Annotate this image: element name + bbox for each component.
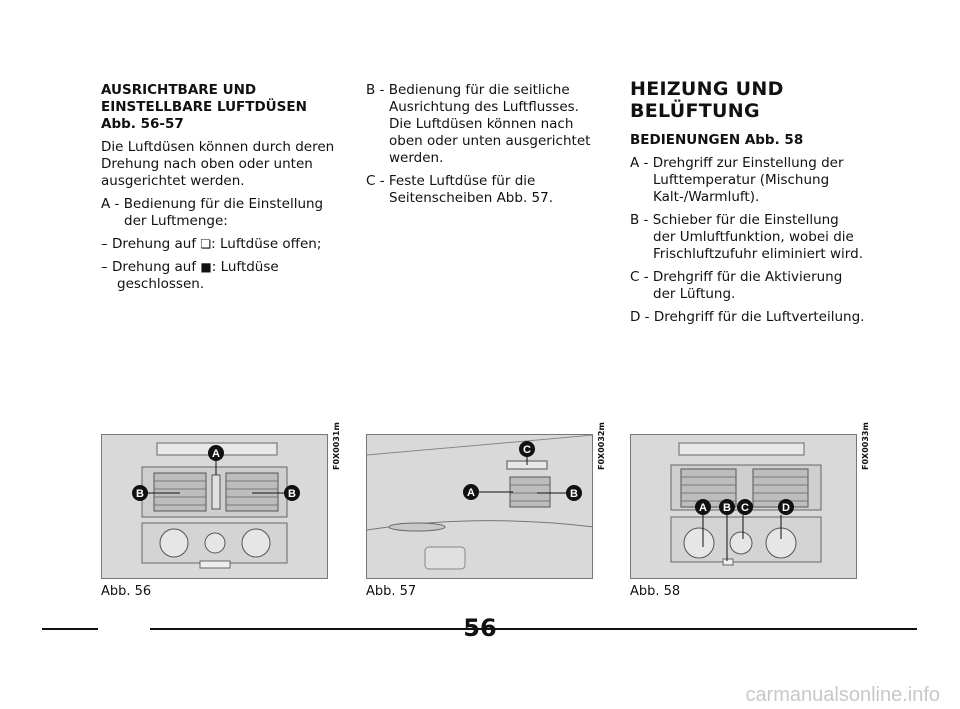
figure-caption: Abb. 56: [101, 584, 152, 599]
figure-code: F0X0031m: [332, 422, 341, 470]
figure-label: A: [467, 487, 475, 499]
heading-line: EINSTELLBARE LUFTDÜSEN: [101, 99, 307, 115]
dash-text: : Luftdüse offen;: [211, 236, 322, 252]
figure-label: B: [136, 488, 144, 500]
figure-label: B: [570, 488, 578, 500]
subheading-controls: BEDIENUNGEN Abb. 58: [630, 132, 804, 148]
heading-line: Abb. 56-57: [101, 116, 184, 132]
dash-text: – Drehung auf: [101, 259, 201, 275]
column-1: AUSRICHTBARE UND EINSTELLBARE LUFTDÜSEN …: [101, 82, 336, 299]
item-d: D - Drehgriff für die Luftverteilung.: [630, 309, 865, 325]
dash-item-open: – Drehung auf ❏: Luftdüse offen;: [101, 236, 336, 253]
figure-57: C A B: [366, 434, 593, 579]
item-a: A - Drehgriff zur Einstellung der Luftte…: [630, 155, 844, 205]
figure-label: A: [699, 502, 707, 514]
heading-line: BELÜFTUNG: [630, 100, 760, 122]
figure-code: F0X0032m: [597, 422, 606, 470]
figure-label: A: [212, 448, 220, 460]
figure-caption: Abb. 57: [366, 584, 417, 599]
filled-square-icon: ■: [200, 260, 212, 274]
dashboard-illustration-57: C A B: [367, 435, 592, 570]
open-square-icon: ❏: [200, 237, 212, 251]
footer-rule-left: [42, 628, 98, 630]
figure-label: C: [741, 502, 749, 514]
intro-paragraph: Die Luftdüsen können durch deren Drehung…: [101, 139, 335, 189]
section-heading-air-vents: AUSRICHTBARE UND EINSTELLBARE LUFTDÜSEN …: [101, 82, 336, 133]
dashboard-illustration-58: A B C D: [670, 442, 822, 566]
column-2: B - Bedienung für die seitliche Ausricht…: [366, 82, 596, 213]
item-c: C - Drehgriff für die Aktivierung der Lü…: [630, 269, 843, 302]
dashboard-illustration-56: A B B: [132, 442, 300, 569]
column-3: HEIZUNG UND BELÜFTUNG BEDIENUNGEN Abb. 5…: [630, 78, 865, 332]
dash-text: – Drehung auf: [101, 236, 201, 252]
figure-label: B: [723, 502, 731, 514]
heading-line: AUSRICHTBARE UND: [101, 82, 257, 98]
figure-caption: Abb. 58: [630, 584, 681, 599]
figure-label: D: [782, 502, 790, 514]
figure-label: B: [288, 488, 296, 500]
figure-code: F0X0033m: [861, 422, 870, 470]
item-b: B - Bedienung für die seitliche Ausricht…: [366, 82, 591, 166]
dash-item-closed: – Drehung auf ■: Luftdüse geschlossen.: [101, 259, 336, 293]
item-c: C - Feste Luftdüse für die Seitenscheibe…: [366, 173, 553, 206]
figure-58: A B C D: [630, 434, 857, 579]
footer-rule-right: [150, 628, 917, 630]
section-heading-heating: HEIZUNG UND BELÜFTUNG: [630, 78, 865, 122]
dash-text: : Luftdüse geschlossen.: [117, 259, 279, 292]
figure-56: A B B: [101, 434, 328, 579]
page-number: 56: [463, 614, 497, 642]
watermark: carmanualsonline.info: [745, 684, 940, 706]
heading-line: HEIZUNG UND: [630, 78, 784, 100]
figure-label: C: [523, 444, 531, 456]
item-a: A - Bedienung für die Einstellung der Lu…: [101, 196, 324, 229]
item-b: B - Schieber für die Einstellung der Uml…: [630, 212, 863, 262]
